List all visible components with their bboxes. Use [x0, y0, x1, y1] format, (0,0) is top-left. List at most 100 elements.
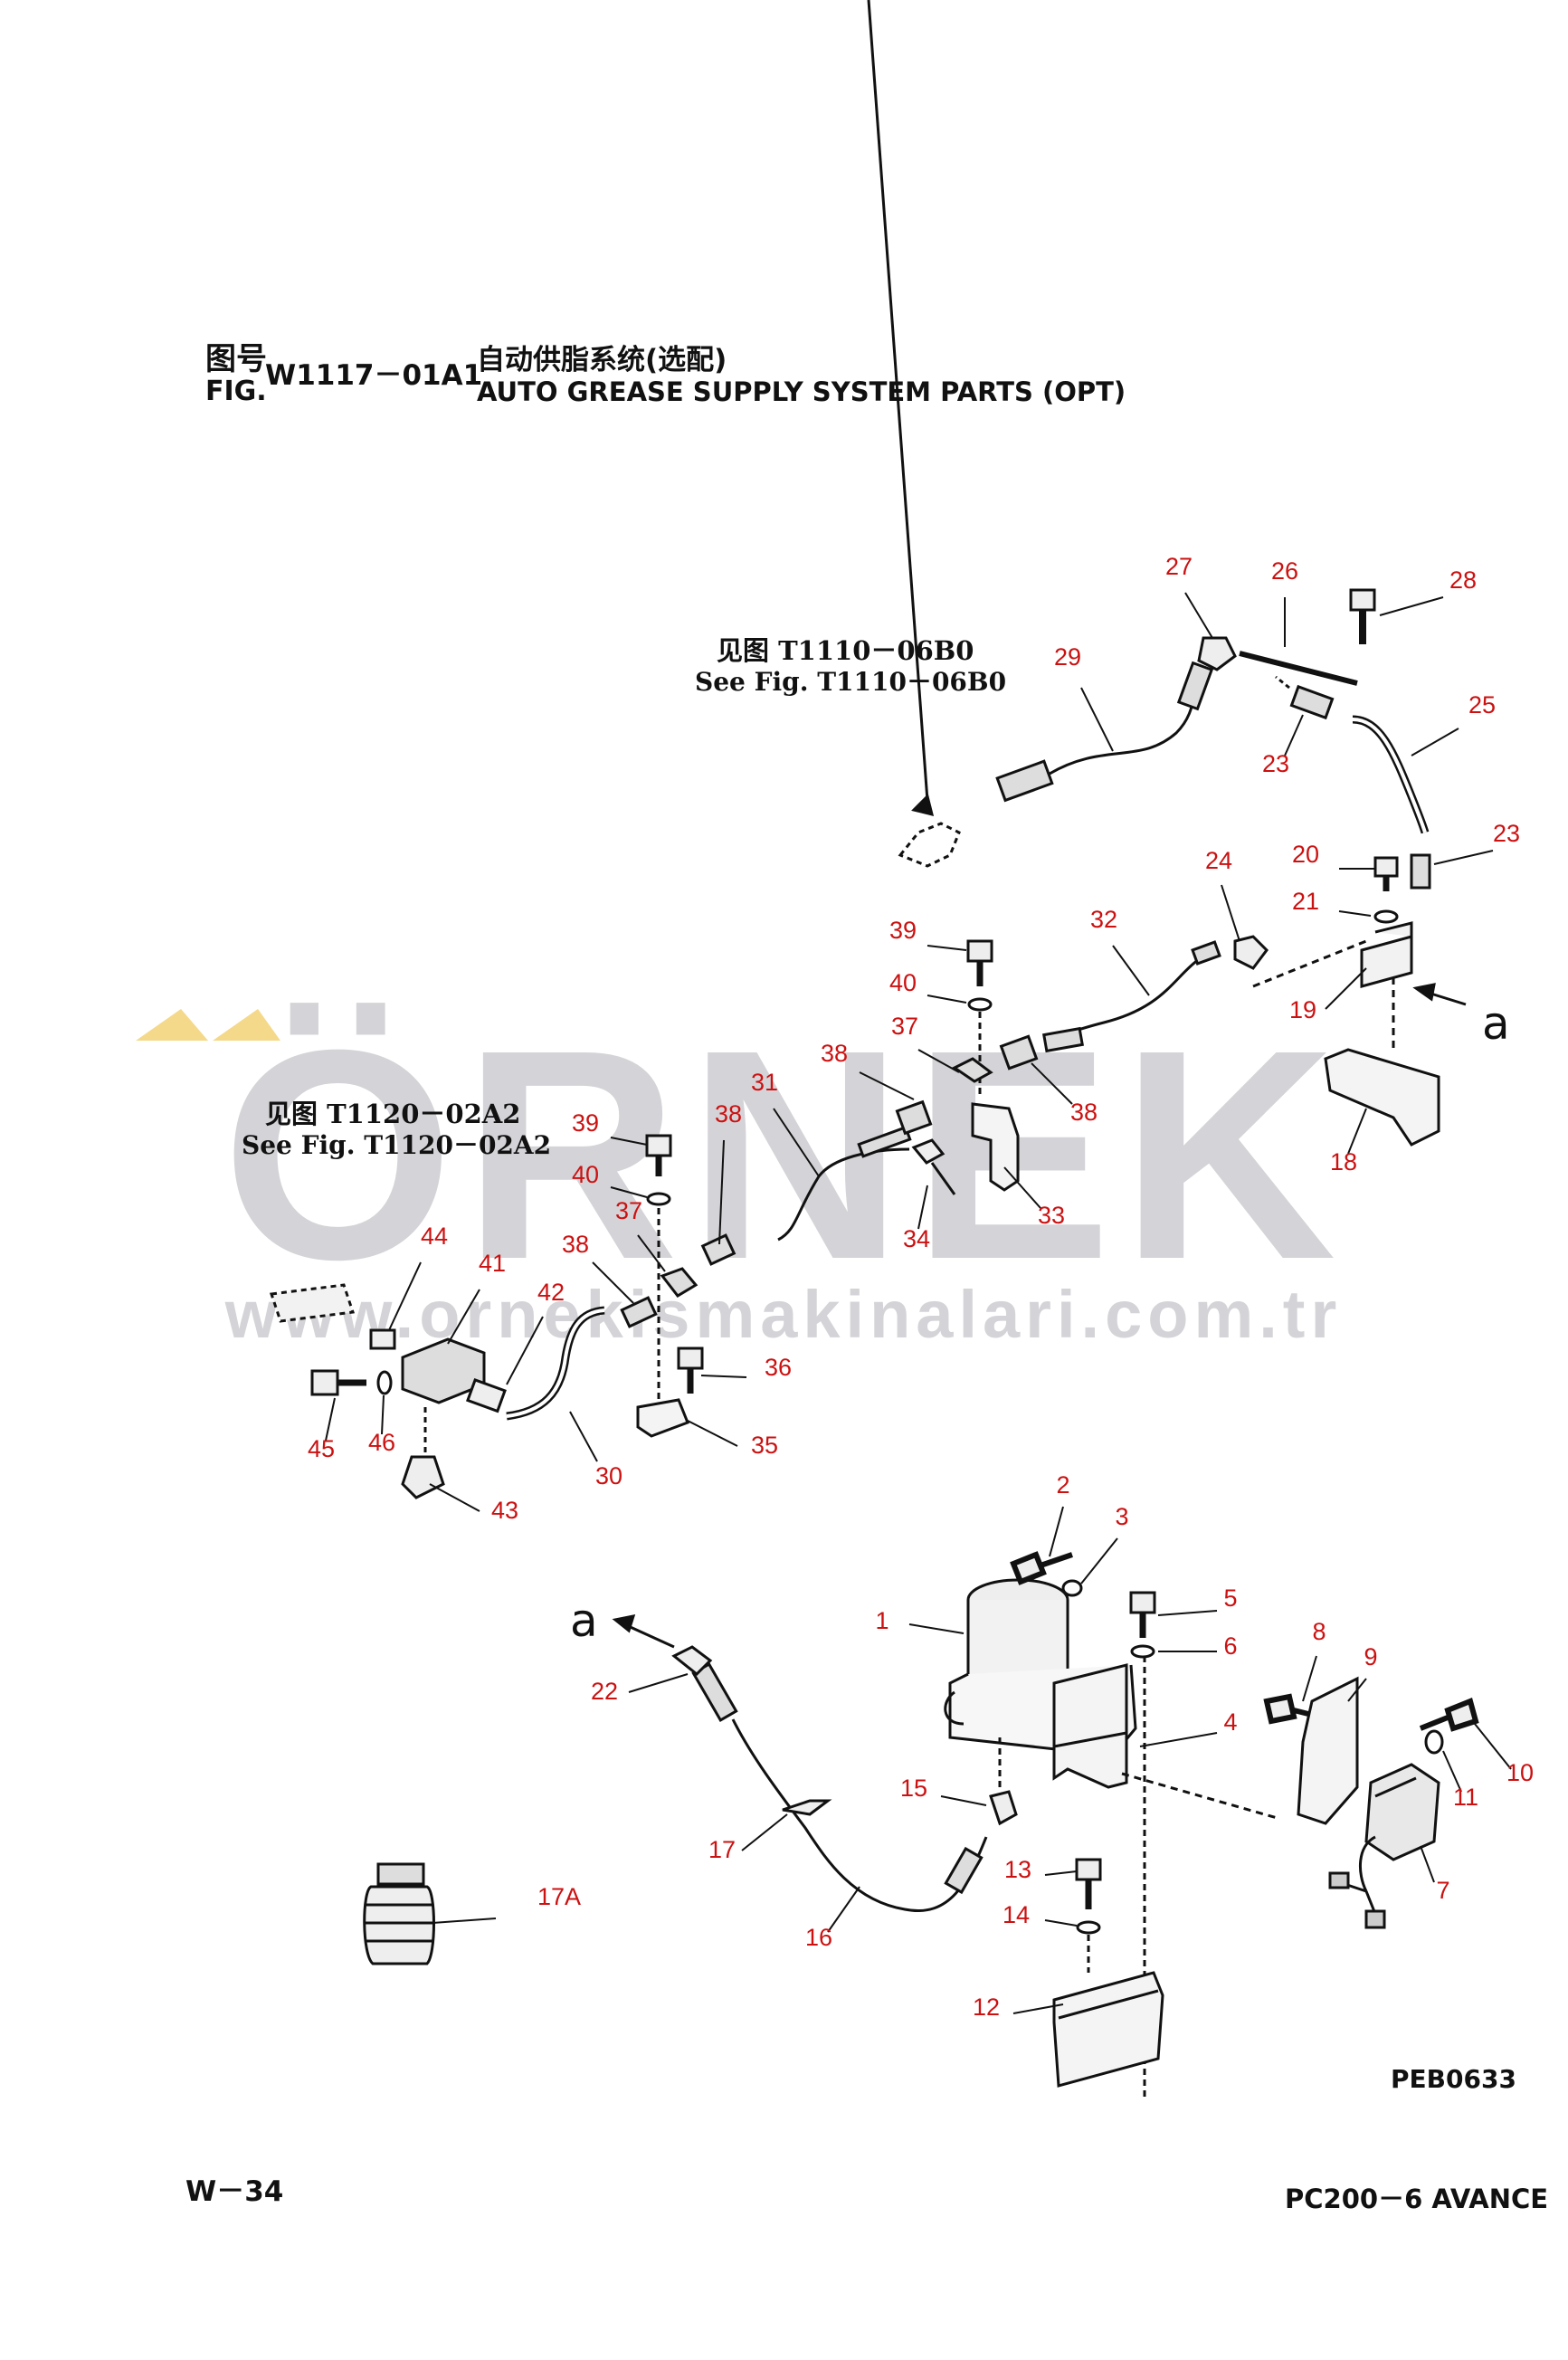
callout-leader [429, 1483, 480, 1512]
part-17a-cartridge [363, 1862, 435, 1965]
part-20-bolt [1373, 856, 1399, 878]
title-cn: 自动供脂系统(选配) [477, 344, 727, 376]
reference-cn: 见图 T1110－06B0 [717, 635, 974, 666]
callout-leader [1221, 884, 1240, 942]
part-37-clamp [660, 1267, 698, 1298]
callout-26: 26 [1271, 557, 1298, 585]
part-42-adapter [465, 1377, 507, 1413]
callout-9: 9 [1364, 1643, 1377, 1670]
callout-41: 41 [479, 1250, 506, 1277]
callout-leader [773, 1108, 820, 1177]
callout-20: 20 [1292, 841, 1319, 868]
part-38-nipple [999, 1034, 1039, 1071]
callout-leader [718, 1139, 725, 1245]
callout-leader [1433, 850, 1494, 865]
arrow-head [612, 1614, 636, 1633]
callout-leader [447, 1289, 480, 1345]
part-7-plug [1364, 1909, 1386, 1929]
callout-leader [1080, 687, 1114, 752]
callout-leader [1157, 1610, 1218, 1616]
callout-43: 43 [491, 1497, 518, 1524]
reference-en: See Fig. T1110－06B0 [695, 667, 1006, 697]
callout-leader [1347, 1678, 1367, 1702]
callout-22: 22 [591, 1678, 618, 1705]
watermark-url: www.ornekismakinalari.com.tr [224, 1277, 1343, 1352]
callout-leader [432, 1918, 497, 1924]
part-27-elbow [1197, 636, 1237, 671]
title-en: AUTO GREASE SUPPLY SYSTEM PARTS (OPT) [477, 376, 1126, 407]
callout-leader [610, 1186, 648, 1198]
callout-leader [1442, 1750, 1462, 1793]
callout-25: 25 [1468, 691, 1496, 718]
callout-4: 4 [1223, 1708, 1237, 1736]
part-39-bolt [966, 939, 993, 963]
callout-leader [700, 1375, 747, 1378]
part-ref-fitting-lower [269, 1283, 356, 1323]
part-4-bracket [1052, 1663, 1128, 1789]
part-25-pipe [1352, 715, 1430, 834]
part-25-pipe-inner [1352, 718, 1427, 833]
callout-17a: 17A [537, 1883, 581, 1910]
callout-38: 38 [821, 1040, 848, 1067]
callout-46: 46 [368, 1429, 395, 1456]
part-10-bolt [1419, 1697, 1479, 1732]
callout-39: 39 [889, 917, 917, 944]
arrow-head [911, 794, 935, 817]
part-17-clamp [782, 1799, 832, 1816]
callout-leader [827, 1886, 860, 1933]
callout-leader [1184, 592, 1213, 639]
callout-leader [1044, 1919, 1078, 1927]
callout-leader [917, 1049, 960, 1073]
callout-leader [1139, 1732, 1218, 1747]
part-38-nipple [620, 1296, 658, 1328]
callout-23: 23 [1262, 750, 1289, 777]
callout-37: 37 [615, 1197, 642, 1224]
callout-30: 30 [595, 1462, 622, 1489]
part-44-nipple [369, 1328, 396, 1350]
callout-leader [325, 1397, 336, 1442]
part-32-end [1191, 940, 1221, 966]
callout-leader [1338, 910, 1372, 917]
callout-leader [1080, 1537, 1118, 1584]
part-11-washer [1424, 1729, 1444, 1755]
callout-leader [1420, 1845, 1435, 1883]
callout-36: 36 [765, 1354, 792, 1381]
callout-leader [1347, 1108, 1367, 1155]
page-number: W－34 [185, 2175, 283, 2208]
callout-leader [1411, 728, 1459, 757]
callout-38: 38 [1070, 1099, 1098, 1126]
part-32-end [1042, 1026, 1084, 1053]
callout-leader [1379, 596, 1444, 616]
fig-label: FIG. [205, 376, 267, 407]
part-3-washer [1061, 1579, 1083, 1597]
part-16-hose [731, 1718, 988, 1912]
callout-5: 5 [1223, 1584, 1237, 1612]
callout-44: 44 [421, 1223, 448, 1250]
part-39-bolt [645, 1134, 672, 1157]
callout-23: 23 [1493, 820, 1520, 847]
callout-40: 40 [572, 1161, 599, 1188]
callout-28: 28 [1449, 566, 1477, 594]
callout-leader [1044, 1870, 1078, 1876]
callout-31: 31 [751, 1069, 778, 1096]
callout-leader [569, 1411, 598, 1462]
callout-35: 35 [751, 1432, 778, 1459]
callout-10: 10 [1506, 1759, 1534, 1786]
callout-leader [610, 1137, 648, 1146]
part-46-washer [376, 1370, 393, 1395]
arrow-line [623, 1622, 675, 1649]
reference-cn: 见图 T1120－02A2 [265, 1099, 520, 1129]
part-8-bolt [1263, 1693, 1313, 1725]
part-23-nipple [1410, 853, 1431, 890]
callout-3: 3 [1115, 1503, 1128, 1530]
part-45-bolt [310, 1369, 339, 1396]
callout-leader [381, 1394, 385, 1435]
callout-leader [1474, 1723, 1512, 1770]
callout-leader [859, 1071, 915, 1100]
callout-33: 33 [1038, 1202, 1065, 1229]
callout-leader [908, 1623, 965, 1634]
model-name: PC200－6 AVANCE [1285, 2184, 1548, 2214]
part-13-bolt [1075, 1858, 1102, 1881]
part-40-washer [646, 1192, 671, 1206]
callout-32: 32 [1090, 906, 1117, 933]
